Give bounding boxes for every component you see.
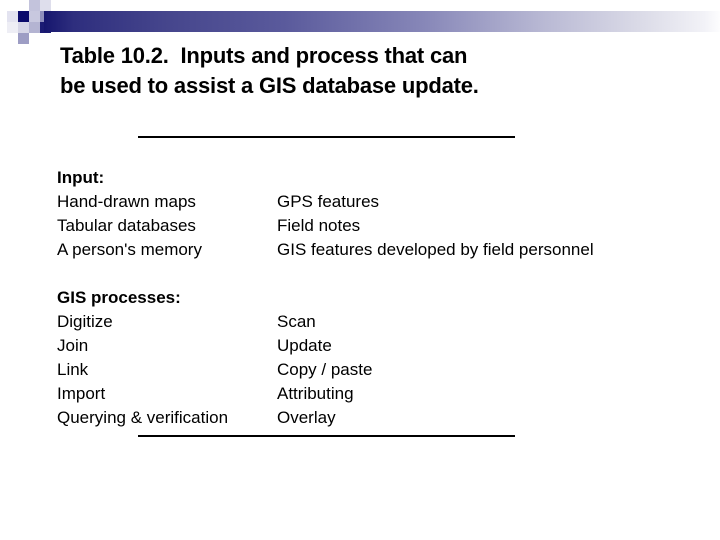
deco-square-lavender-3 xyxy=(29,22,40,33)
table-rule-top xyxy=(138,136,515,138)
page-title-line-2: be used to assist a GIS database update. xyxy=(60,73,479,98)
deco-square-navy xyxy=(18,11,29,22)
section-heading-input-label: Input: xyxy=(57,168,105,187)
row-cell-right: Attributing xyxy=(277,384,354,403)
row-cell-right: Copy / paste xyxy=(277,360,373,379)
row-cell-left: A person's memory xyxy=(57,240,202,259)
deco-square-pale-1 xyxy=(7,11,18,22)
row-cell-left: Tabular databases xyxy=(57,216,196,235)
row-cell-right: Overlay xyxy=(277,408,336,427)
table-row: Hand-drawn maps GPS features xyxy=(57,190,594,214)
table-row: Join Update xyxy=(57,334,372,358)
row-cell-left: Digitize xyxy=(57,312,113,331)
row-cell-left: Import xyxy=(57,384,106,403)
table-row: Tabular databases Field notes xyxy=(57,214,594,238)
page-title-line-1: Table 10.2. Inputs and process that can xyxy=(60,43,468,68)
row-cell-left: Join xyxy=(57,336,89,355)
row-cell-right: GIS features developed by field personne… xyxy=(277,240,594,259)
table-rule-bottom xyxy=(138,435,515,437)
deco-square-lavender-1 xyxy=(29,0,40,11)
table-row: A person's memory GIS features developed … xyxy=(57,238,594,262)
row-cell-left: Querying & verification xyxy=(57,408,229,427)
deco-square-lavender-5 xyxy=(18,33,29,44)
row-cell-right: GPS features xyxy=(277,192,380,211)
page-title: Table 10.2. Inputs and process that can … xyxy=(60,41,660,101)
row-cell-right: Update xyxy=(277,336,332,355)
table-row: Link Copy / paste xyxy=(57,358,372,382)
section-heading-gis-processes: GIS processes: xyxy=(57,286,372,310)
row-cell-right: Field notes xyxy=(277,216,361,235)
section-input: Input: Hand-drawn maps GPS features Tabul… xyxy=(57,166,594,262)
row-cell-left: Hand-drawn maps xyxy=(57,192,196,211)
section-heading-gis-processes-label: GIS processes: xyxy=(57,288,181,307)
row-cell-right: Scan xyxy=(277,312,316,331)
row-cell-left: Link xyxy=(57,360,89,379)
section-gis-processes: GIS processes: Digitize Scan Join Update L… xyxy=(57,286,372,430)
deco-square-pale-2 xyxy=(7,22,18,33)
deco-square-lavender-2 xyxy=(29,11,40,22)
deco-square-pale-3 xyxy=(40,0,51,11)
deco-square-lavender-4 xyxy=(18,22,29,33)
section-heading-input: Input: xyxy=(57,166,594,190)
table-row: Digitize Scan xyxy=(57,310,372,334)
deco-gradient-bar xyxy=(44,11,720,32)
table-row: Querying & verification Overlay xyxy=(57,406,372,430)
table-row: Import Attributing xyxy=(57,382,372,406)
header-ornament xyxy=(0,0,720,44)
